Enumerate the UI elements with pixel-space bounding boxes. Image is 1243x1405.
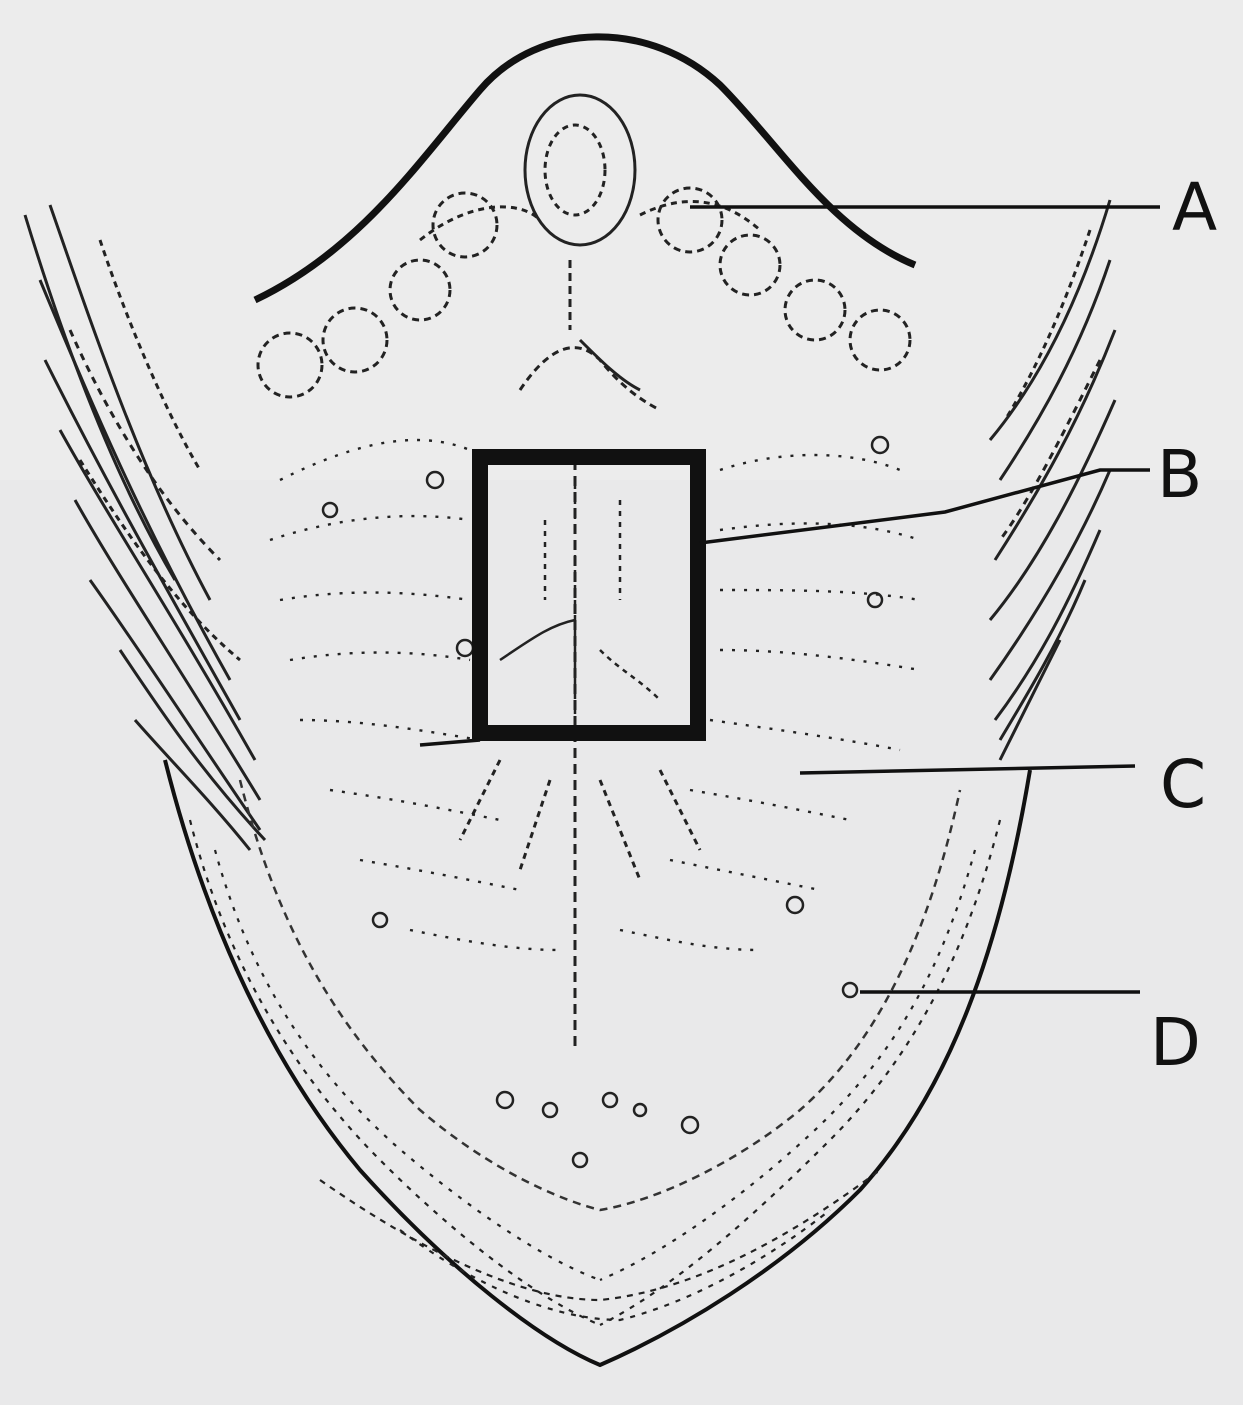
label-a: A [1172, 169, 1217, 246]
background-upper-band [0, 0, 1243, 480]
label-c: C [1160, 746, 1206, 823]
label-d: D [1150, 1004, 1201, 1081]
label-b: B [1157, 436, 1202, 513]
